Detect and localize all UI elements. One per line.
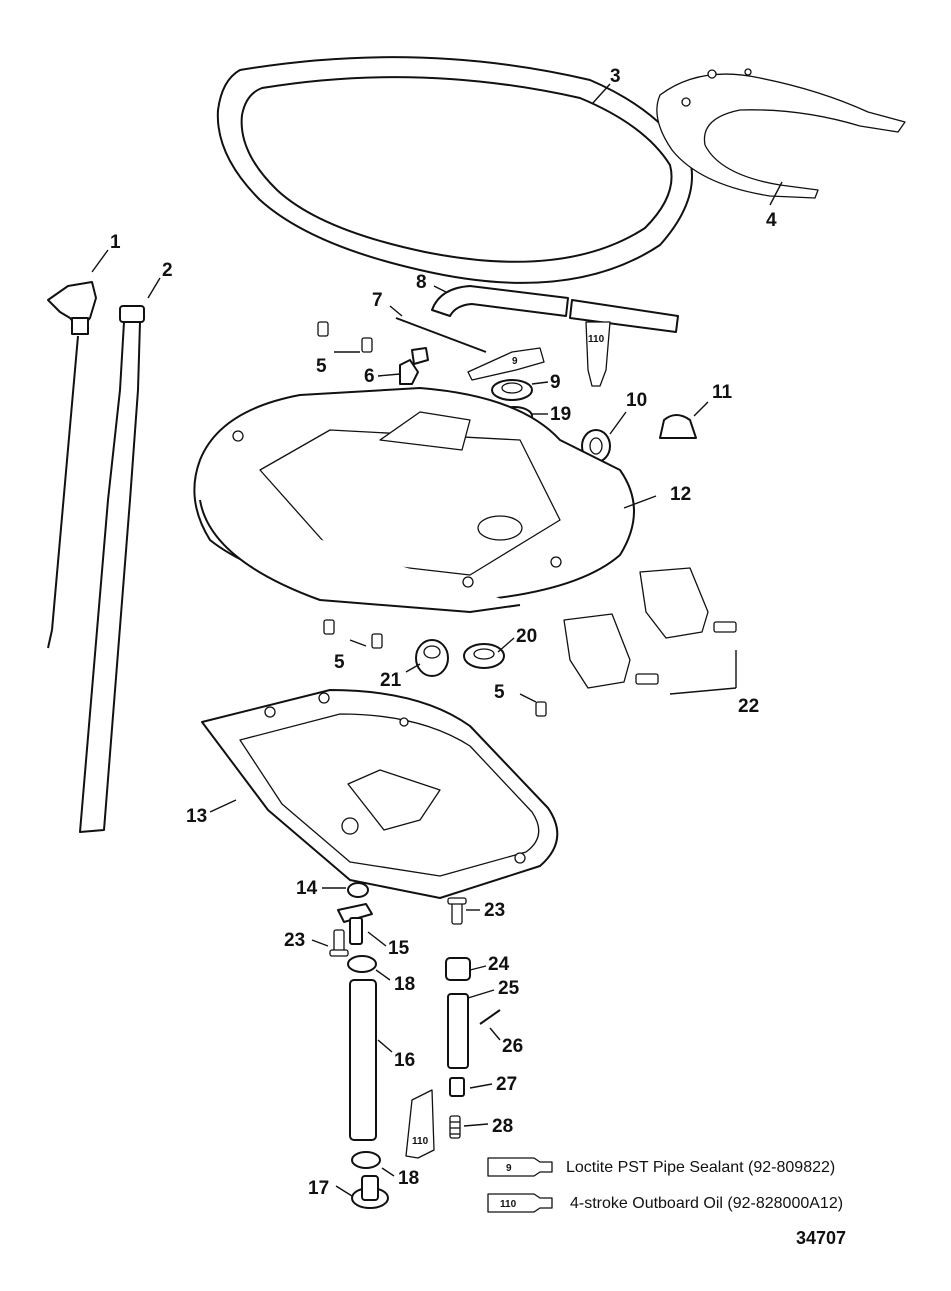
callout-18-lower: 18: [398, 1168, 419, 1189]
boot-part-11: [659, 414, 697, 439]
leader-lines: [91, 83, 783, 1197]
callout-25: 25: [498, 978, 520, 999]
tube-label-110-lower: 110: [412, 1136, 429, 1147]
callout-23-left: 23: [284, 930, 305, 951]
callout-16: 16: [394, 1050, 415, 1071]
rod-part-7: [395, 317, 487, 353]
callout-6: 6: [364, 366, 375, 387]
callout-5-middle: 5: [334, 652, 345, 673]
bolt-part-23-right: [447, 897, 467, 925]
callout-labels: 1 2 3 4 5 6 7 8 9 19 10 11 12 5 21 20 5 …: [110, 66, 777, 1199]
legend-text-sealant: Loctite PST Pipe Sealant (92-809822): [566, 1159, 835, 1176]
callout-1: 1: [110, 232, 121, 253]
callout-13: 13: [186, 806, 207, 827]
callout-27: 27: [496, 1074, 517, 1095]
bushing-part-27: [449, 1077, 465, 1097]
callout-17: 17: [308, 1178, 329, 1199]
callout-28: 28: [492, 1116, 513, 1137]
callout-12: 12: [670, 484, 691, 505]
tube-label-9: 9: [512, 356, 518, 367]
oil-tube-110-lower: 110: [405, 1089, 435, 1159]
callout-4: 4: [766, 210, 777, 231]
callout-2: 2: [162, 260, 173, 281]
callout-21: 21: [380, 670, 402, 691]
callout-23-right: 23: [484, 900, 505, 921]
bracket-assembly-part-22: [563, 567, 737, 689]
callout-15: 15: [388, 938, 410, 959]
oil-tube-110-upper: 110: [585, 321, 611, 387]
dipstick-tube-part-2: [79, 305, 145, 833]
cowl-seal-part-3: [216, 56, 693, 284]
callout-18-upper: 18: [394, 974, 415, 995]
legend-item-oil: 110 4-stroke Outboard Oil (92-828000A12): [487, 1193, 843, 1213]
sealant-tube-9-upper: 9: [467, 347, 545, 381]
tube-label-110-upper: 110: [588, 334, 605, 345]
callout-7: 7: [372, 290, 383, 311]
bolt-part-23-left: [329, 929, 349, 957]
callout-14: 14: [296, 878, 318, 899]
pin-part-26: [479, 1009, 501, 1025]
dipstick-part-1: [47, 281, 97, 649]
housing-part-25: [447, 993, 469, 1069]
legend-tube-number-9: 9: [506, 1163, 512, 1174]
dowel-pin-part-5-lower: [535, 701, 547, 717]
clamp-part-18-upper: [347, 955, 377, 973]
elbow-fitting-part-6: [399, 347, 429, 385]
legend: 9 Loctite PST Pipe Sealant (92-809822) 1…: [487, 1157, 843, 1213]
diagram-number: 34707: [796, 1228, 846, 1248]
water-tube-part-16: [349, 979, 377, 1141]
gasket-part-13: [201, 689, 559, 899]
callout-5-lower: 5: [494, 682, 505, 703]
adapter-plate-part-12: [193, 387, 635, 613]
callout-19: 19: [550, 404, 571, 425]
callout-10: 10: [626, 390, 647, 411]
callout-11: 11: [712, 382, 733, 403]
clamp-part-18-lower: [351, 1151, 381, 1169]
dowel-pins-part-5-upper: [317, 321, 373, 353]
callout-8: 8: [416, 272, 427, 293]
dowel-pins-part-5-middle: [323, 619, 383, 649]
legend-item-sealant: 9 Loctite PST Pipe Sealant (92-809822): [487, 1157, 835, 1177]
gasket-plate-part-4: [656, 68, 906, 199]
grommet-part-9: [491, 379, 533, 401]
cap-part-24: [445, 957, 471, 981]
grommet-part-17: [351, 1175, 389, 1209]
callout-22: 22: [738, 696, 759, 717]
callout-24: 24: [488, 954, 510, 975]
legend-text-oil: 4-stroke Outboard Oil (92-828000A12): [570, 1195, 843, 1212]
callout-9: 9: [550, 372, 561, 393]
seal-part-20: [463, 643, 505, 669]
o-ring-part-14: [347, 882, 369, 898]
legend-tube-number-110: 110: [500, 1199, 517, 1210]
callout-5-upper: 5: [316, 356, 327, 377]
callout-3: 3: [610, 66, 621, 87]
hose-part-8: [431, 285, 679, 333]
callout-20: 20: [516, 626, 537, 647]
fitting-part-15: [337, 903, 373, 945]
spring-part-28: [449, 1115, 461, 1139]
callout-26: 26: [502, 1036, 523, 1057]
grommet-part-21: [415, 639, 449, 677]
